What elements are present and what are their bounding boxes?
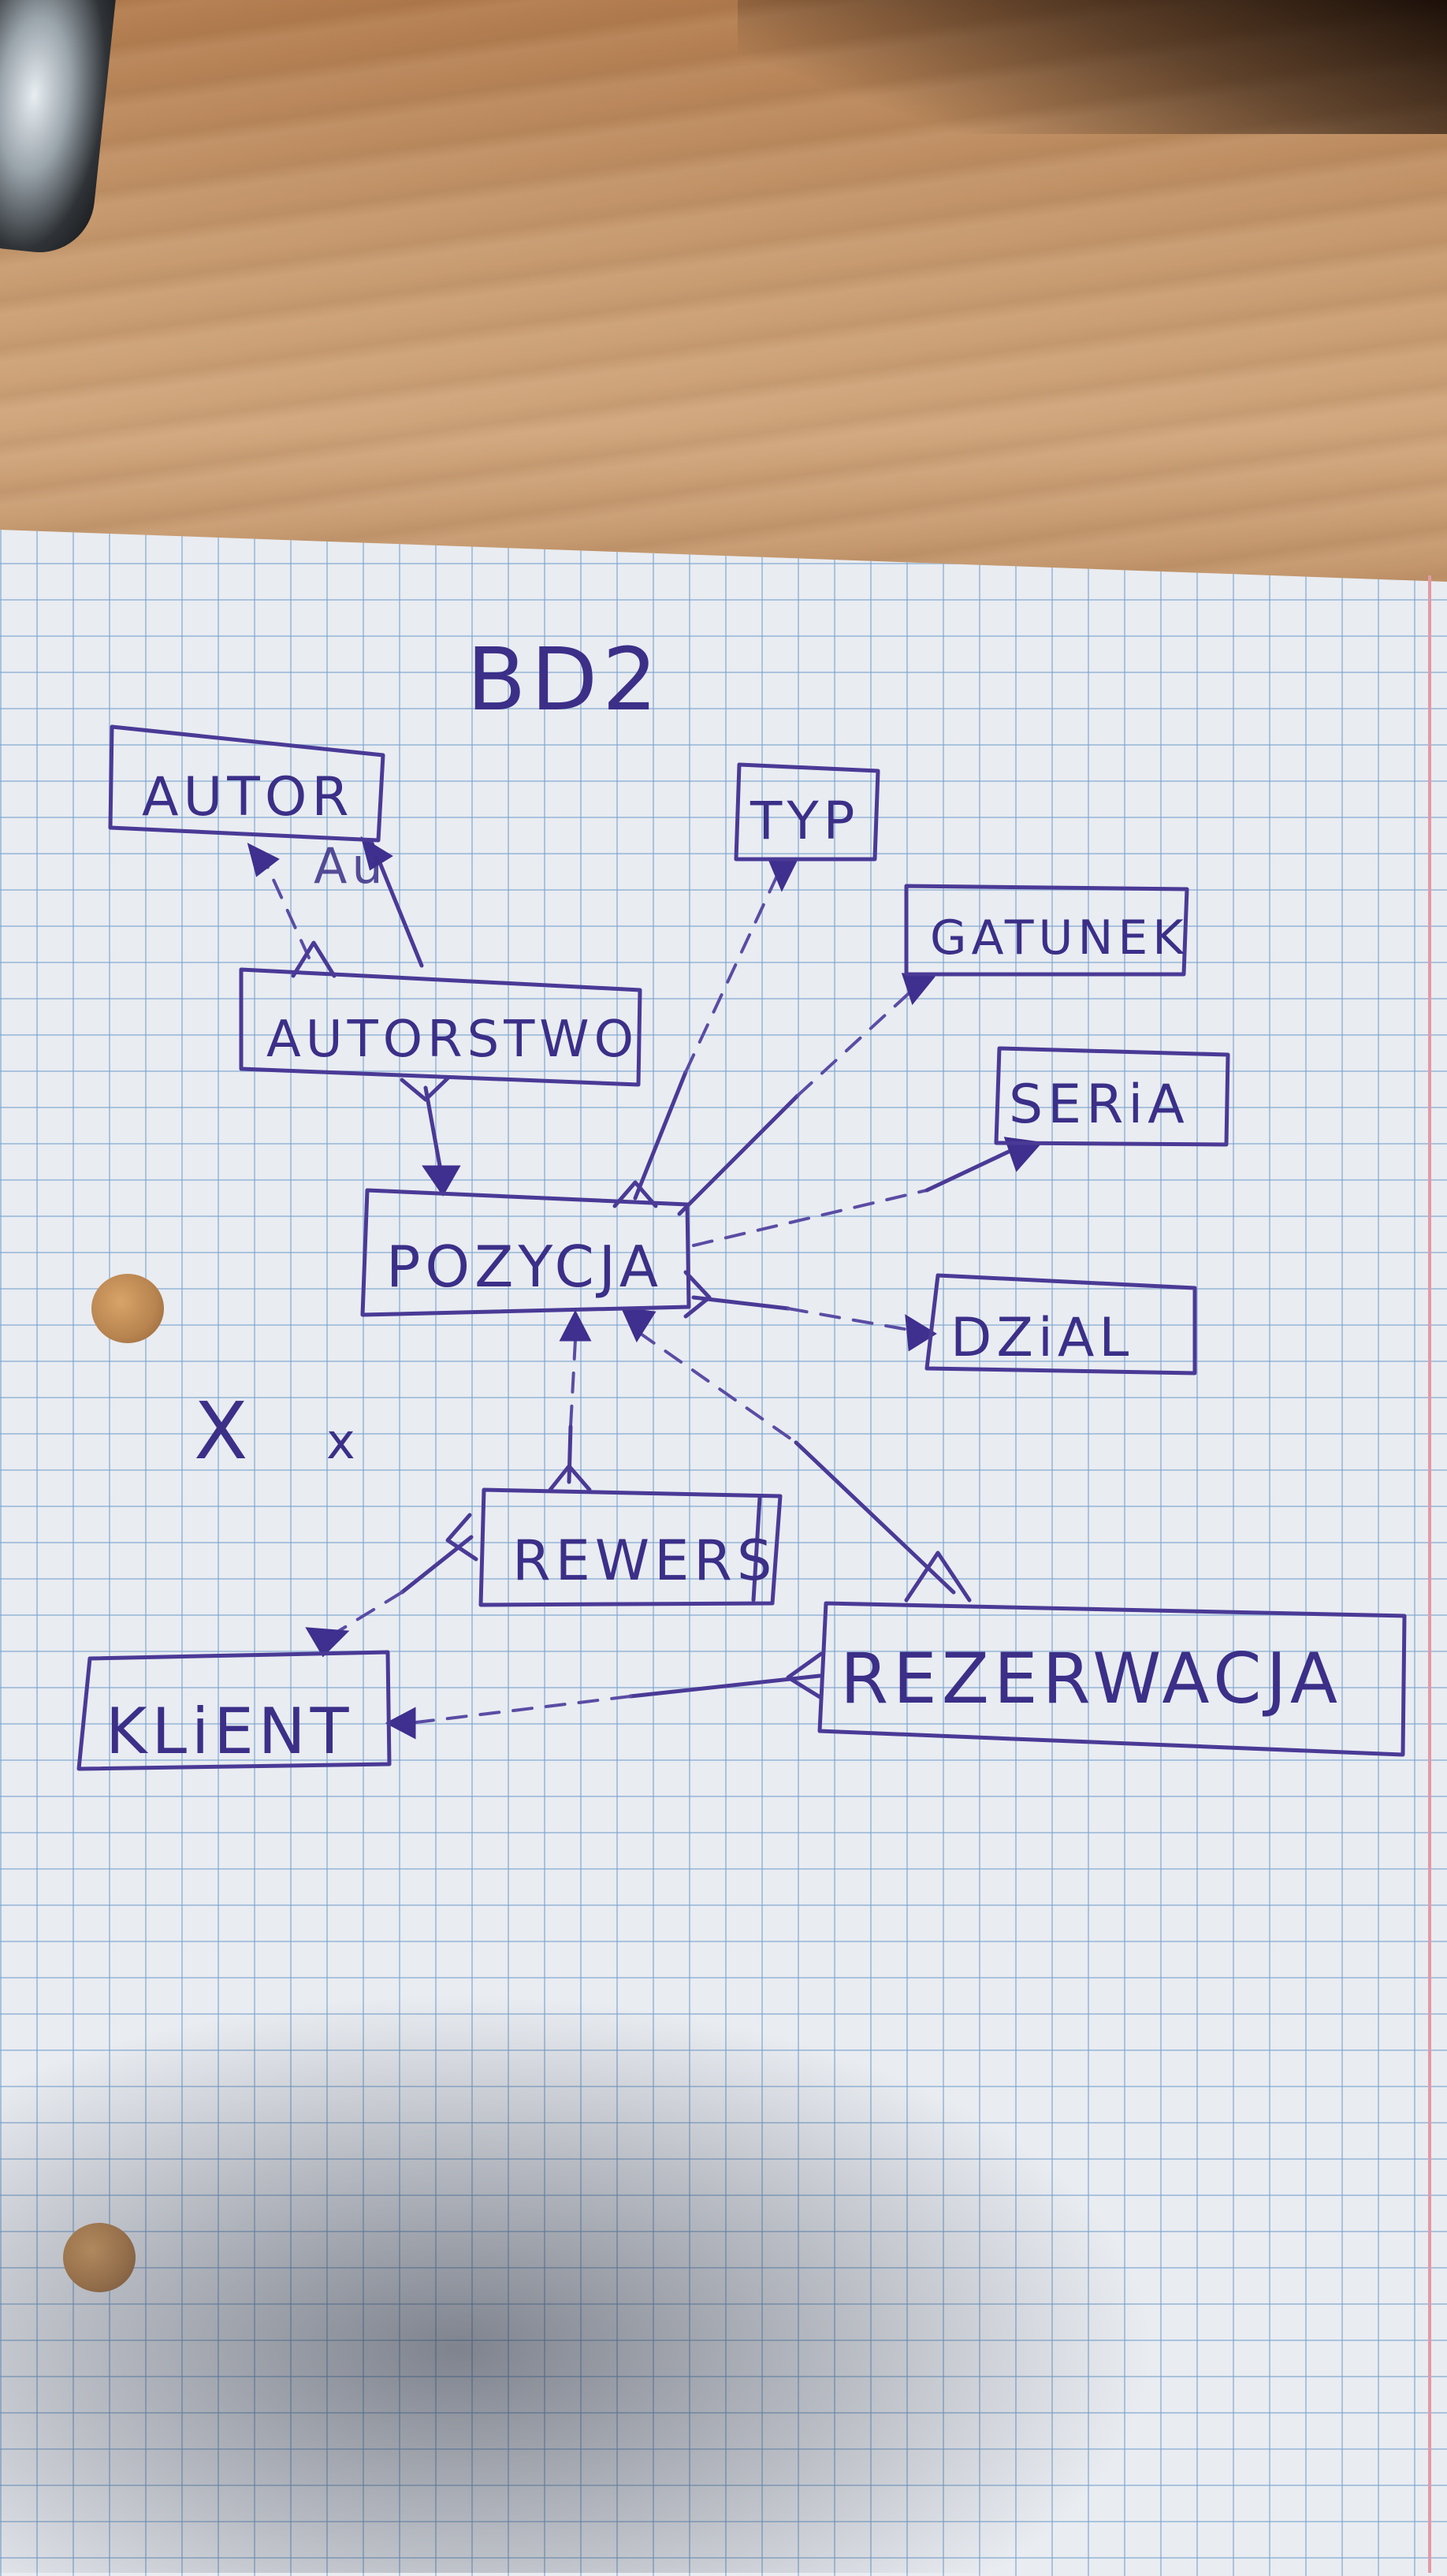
- stray-mark-small-x: x: [326, 1413, 360, 1470]
- arrowhead-pozycja-rewers: [559, 1309, 592, 1342]
- crowfoot-pozycja-dzial: [683, 1270, 712, 1319]
- entity-autor-label: AUTOR: [142, 766, 354, 828]
- crowfoot-autorstwo-bottom: [400, 1076, 450, 1102]
- entity-pozycja: POZYCJA: [360, 1188, 691, 1317]
- rel-pozycja-gatunek-solid: [677, 1093, 800, 1216]
- entity-typ-label: TYP: [750, 791, 859, 851]
- entity-pozycja-label: POZYCJA: [386, 1234, 663, 1300]
- entity-rewers: REWERS: [478, 1487, 783, 1607]
- desk-shadow: [738, 0, 1447, 134]
- crowfoot-rewers-top: [548, 1464, 592, 1492]
- entity-dzial: DZiAL: [924, 1273, 1197, 1375]
- entity-autor: AUTOR: [108, 724, 385, 843]
- crowfoot-pozycja-typ: [612, 1180, 658, 1208]
- arrowhead-seria: [1003, 1137, 1043, 1172]
- diagram-title: BD2: [467, 629, 662, 730]
- rel-pozycja-seria-solid: [924, 1148, 1013, 1193]
- rel-rewers-klient-solid: [400, 1535, 474, 1595]
- rel-rezerwacja-pozycja-solid: [794, 1440, 956, 1595]
- scribble-text: Au: [314, 837, 388, 895]
- crowfoot-autorstwo-top: [291, 940, 337, 978]
- entity-gatunek: GATUNEK: [904, 884, 1189, 977]
- entity-klient-label: KLiENT: [106, 1695, 354, 1768]
- rel-rewers-pozycja-solid: [567, 1424, 573, 1484]
- rel-pozycja-gatunek-dashed: [796, 985, 917, 1097]
- entity-rezerwacja: REZERWACJA: [817, 1601, 1407, 1757]
- photo-shadow: [0, 1971, 1447, 2573]
- rel-rezerwacja-klient-dashed: [408, 1695, 632, 1725]
- entity-autorstwo-label: AUTORSTWO: [266, 1011, 638, 1069]
- entity-seria-label: SERiA: [1009, 1074, 1189, 1136]
- entity-rezerwacja-label: REZERWACJA: [840, 1638, 1342, 1719]
- crowfoot-rezerwacja-left: [786, 1651, 824, 1700]
- arrowhead-pozycja-rezerwacja: [620, 1307, 657, 1343]
- entity-klient: KLiENT: [76, 1650, 392, 1771]
- entity-rewers-label: REWERS: [512, 1528, 776, 1593]
- arrowhead-dzial: [905, 1314, 937, 1352]
- arrowhead-autor-2: [360, 836, 393, 871]
- rel-pozycja-seria-dashed: [692, 1189, 928, 1247]
- entity-autorstwo: AUTORSTWO: [239, 967, 642, 1087]
- entity-dzial-label: DZiAL: [950, 1307, 1133, 1369]
- entity-seria: SERiA: [994, 1046, 1230, 1147]
- rel-rezerwacja-pozycja-dashed: [637, 1331, 798, 1444]
- entity-gatunek-label: GATUNEK: [930, 910, 1188, 966]
- arrowhead-klient-rewers: [305, 1627, 350, 1658]
- rel-rewers-pozycja-dashed: [569, 1338, 577, 1428]
- rel-pozycja-typ-solid: [633, 1070, 688, 1201]
- arrowhead-autor-1: [247, 843, 280, 877]
- arrowhead-klient-rezerwacja: [385, 1707, 416, 1740]
- rel-pozycja-typ-dashed: [684, 864, 783, 1074]
- arrowhead-gatunek: [901, 973, 936, 1006]
- rel-autorstwo-autor-dashed: [263, 859, 311, 959]
- paper-margin-line: [1428, 575, 1431, 2573]
- stray-mark-large-x: X: [194, 1385, 253, 1477]
- arrowhead-pozycja-top: [422, 1165, 461, 1197]
- rel-autorstwo-pozycja: [423, 1085, 444, 1177]
- crowfoot-rezerwacja-top: [904, 1550, 972, 1603]
- rel-pozycja-dzial-dashed: [787, 1307, 924, 1334]
- entity-typ: TYP: [734, 762, 880, 862]
- punch-hole: [91, 1274, 164, 1343]
- crowfoot-rewers-left: [445, 1513, 478, 1562]
